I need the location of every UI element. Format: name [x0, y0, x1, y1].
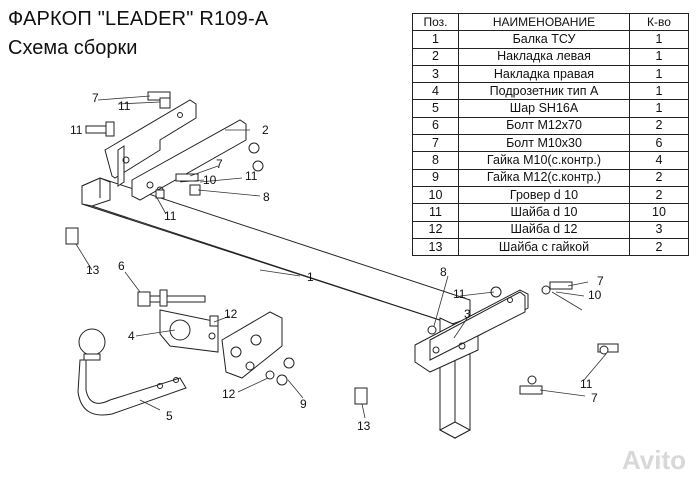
cell-name: Гайка М10(с.контр.)	[458, 151, 630, 170]
cell-pos: 10	[412, 185, 459, 205]
callout-12b: 12	[222, 387, 236, 401]
callout-9: 9	[300, 397, 307, 411]
cell-name: Подрозетник тип А	[458, 82, 630, 101]
callout-3: 3	[464, 307, 471, 321]
socket-plate	[159, 309, 219, 353]
fasteners	[65, 91, 619, 405]
cell-name: Шайба d 12	[458, 220, 630, 239]
cell-qty: 1	[629, 99, 689, 118]
cell-name: Болт М10х30	[458, 134, 630, 153]
callout-1: 1	[307, 270, 314, 284]
callout-7d: 7	[591, 391, 598, 405]
cell-name: Накладка правая	[458, 64, 630, 84]
callout-7c: 7	[597, 274, 604, 288]
callout-6: 6	[118, 259, 125, 273]
cell-pos: 5	[412, 99, 459, 118]
callout-4: 4	[128, 329, 135, 343]
cell-name: Гровер d 10	[458, 185, 630, 205]
cell-pos: 11	[412, 203, 459, 222]
callout-10b: 10	[588, 288, 602, 302]
cell-name: Шайба с гайкой	[458, 237, 630, 257]
right-bracket	[414, 289, 529, 373]
header-qty: К-во	[629, 12, 689, 32]
callout-5: 5	[166, 409, 173, 423]
cell-qty: 3	[629, 220, 689, 239]
callout-7b: 7	[216, 157, 223, 171]
cell-qty: 1	[629, 47, 689, 66]
page-subtitle: Схема сборки	[8, 37, 138, 59]
cell-pos: 4	[412, 82, 459, 101]
header-name: НАИМЕНОВАНИЕ	[458, 12, 630, 32]
cell-pos: 3	[412, 64, 459, 84]
cell-qty: 1	[629, 82, 689, 101]
tow-ball	[77, 328, 187, 416]
callout-13b: 13	[357, 419, 371, 433]
bolt-m12	[137, 289, 206, 307]
cell-name: Балка ТСУ	[458, 30, 630, 49]
callout-12a: 12	[224, 307, 238, 321]
cell-pos: 12	[412, 220, 459, 239]
callout-11d: 11	[164, 209, 177, 223]
left-bracket	[104, 99, 247, 201]
callout-11b: 11	[70, 123, 83, 137]
table-header-row: Поз. НАИМЕНОВАНИЕ К-во	[412, 12, 689, 32]
cell-qty: 1	[629, 30, 689, 49]
cell-pos: 13	[412, 237, 459, 257]
leader-lines	[75, 95, 607, 419]
cell-pos: 9	[412, 168, 459, 187]
cell-pos: 8	[412, 151, 459, 170]
cell-pos: 2	[412, 47, 459, 66]
cell-qty: 6	[629, 134, 689, 153]
callout-11a: 11	[118, 99, 131, 113]
cell-pos: 6	[412, 116, 459, 136]
page-title: ФАРКОП "LEADER" R109-A	[8, 8, 269, 30]
cell-name: Накладка левая	[458, 47, 630, 66]
callout-11c: 11	[245, 169, 258, 183]
cell-qty: 2	[629, 168, 689, 187]
callout-2: 2	[262, 123, 269, 137]
callout-7a: 7	[92, 91, 99, 105]
callout-8b: 8	[440, 265, 447, 279]
callout-11e: 11	[453, 287, 466, 301]
cell-qty: 1	[629, 64, 689, 84]
callout-8a: 8	[263, 190, 270, 204]
cell-qty: 10	[629, 203, 689, 222]
header-pos: Поз.	[412, 12, 459, 32]
cell-name: Шайба d 10	[458, 203, 630, 222]
cell-qty: 2	[629, 237, 689, 257]
callout-13a: 13	[86, 263, 100, 277]
callout-10a: 10	[203, 173, 217, 187]
ball-mount-plate	[221, 311, 283, 379]
cell-pos: 7	[412, 134, 459, 153]
cell-qty: 2	[629, 116, 689, 136]
cell-qty: 2	[629, 185, 689, 205]
cell-name: Шар SH16A	[458, 99, 630, 118]
callout-11f: 11	[580, 377, 593, 391]
watermark: Avito	[621, 445, 686, 475]
cell-pos: 1	[412, 30, 459, 49]
cell-qty: 4	[629, 151, 689, 170]
cell-name: Гайка М12(с.контр.)	[458, 168, 630, 187]
cell-name: Болт М12х70	[458, 116, 630, 136]
